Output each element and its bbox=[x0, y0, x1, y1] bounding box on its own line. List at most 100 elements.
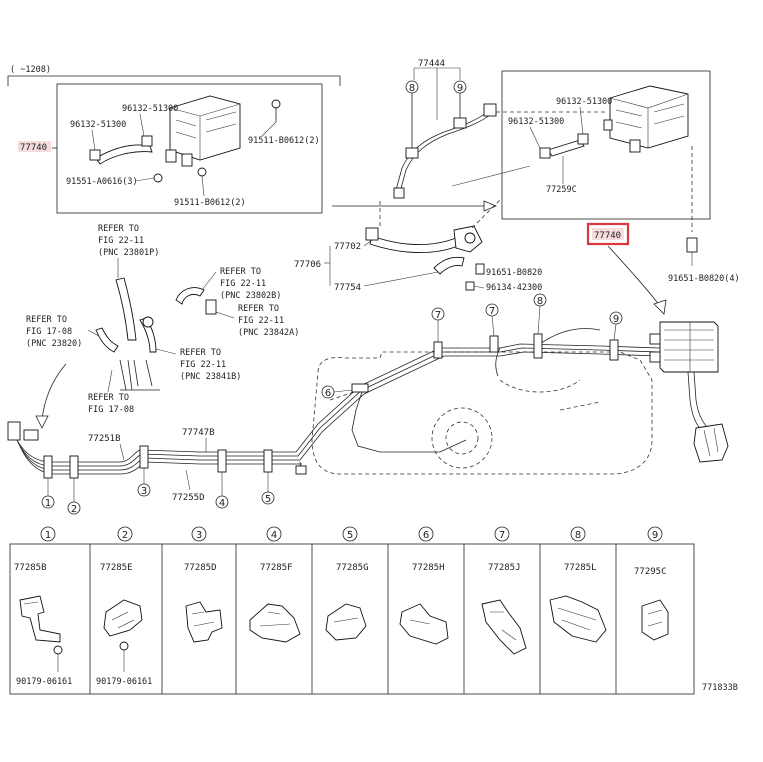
main-callout-7b: 7 bbox=[489, 306, 495, 317]
svg-text:REFER TO: REFER TO bbox=[88, 393, 129, 403]
clamp-pn-3: 77285D bbox=[184, 563, 217, 573]
clamp-drawing-2 bbox=[103, 599, 143, 672]
clamp-header-2: 2 bbox=[122, 530, 128, 541]
ref-note-4: REFER TO FIG 17-08 (PNC 23820) bbox=[26, 315, 107, 349]
svg-text:(PNC 23841B): (PNC 23841B) bbox=[180, 372, 241, 382]
main-callout-8: 8 bbox=[537, 296, 543, 307]
svg-text:FIG 22-11: FIG 22-11 bbox=[180, 360, 226, 370]
clamp-drawing-9 bbox=[641, 599, 669, 641]
svg-text:REFER TO: REFER TO bbox=[238, 304, 279, 314]
hose-item-77754: 77754 bbox=[334, 283, 361, 293]
inset-label-3: 91511-B0612(2) bbox=[248, 136, 320, 146]
ref-note-3: REFER TO FIG 22-11 (PNC 23842A) bbox=[215, 304, 299, 338]
main-callout-3: 3 bbox=[141, 486, 147, 497]
svg-text:FIG 22-11: FIG 22-11 bbox=[220, 279, 266, 289]
clamp-pn-6: 77285H bbox=[412, 563, 445, 573]
main-callout-2: 2 bbox=[71, 504, 77, 515]
svg-text:FIG 17-08: FIG 17-08 bbox=[26, 327, 72, 337]
inset-box bbox=[56, 83, 323, 214]
main-callout-6: 6 bbox=[325, 388, 331, 399]
clamp-header-5: 5 bbox=[347, 530, 353, 541]
svg-text:REFER TO: REFER TO bbox=[220, 267, 261, 277]
ref-note-6: REFER TO FIG 17-08 bbox=[88, 369, 134, 415]
clamp-drawing-4 bbox=[249, 603, 301, 643]
hose-label-2: 96134-42300 bbox=[486, 283, 542, 293]
upper-callout-9: 9 bbox=[457, 83, 463, 94]
clamp-header-8: 8 bbox=[575, 530, 581, 541]
clamp-header-1: 1 bbox=[45, 530, 51, 541]
hose-group-drawing bbox=[365, 225, 485, 291]
clamp-sub-1: 90179-06161 bbox=[16, 677, 72, 687]
clamp-drawing-1 bbox=[19, 595, 63, 672]
inset-label-4: 91551-A0616(3) bbox=[66, 177, 138, 187]
clamp-drawing-8 bbox=[549, 595, 607, 643]
fuel-tank-outline bbox=[311, 351, 653, 475]
main-canister-drawing bbox=[649, 321, 729, 463]
ref-note-2: REFER TO FIG 22-11 (PNC 23802B) bbox=[201, 267, 281, 301]
clamp-sub-2: 90179-06161 bbox=[96, 677, 152, 687]
svg-text:REFER TO: REFER TO bbox=[180, 348, 221, 358]
hose-item-77702: 77702 bbox=[334, 242, 361, 252]
inset-label-5: 91511-B0612(2) bbox=[174, 198, 246, 208]
upper-callout-8: 8 bbox=[409, 83, 415, 94]
tube-77251B: 77251B bbox=[88, 434, 121, 444]
clamp-header-7: 7 bbox=[499, 530, 505, 541]
ref-note-1: REFER TO FIG 22-11 (PNC 23801P) bbox=[98, 224, 159, 278]
tube-77747B: 77747B bbox=[182, 428, 215, 438]
clamp-pn-1: 77285B bbox=[14, 563, 47, 573]
svg-text:FIG 17-08: FIG 17-08 bbox=[88, 405, 134, 415]
filler-hoses-drawing bbox=[95, 277, 217, 391]
clamp-drawing-3 bbox=[185, 601, 223, 643]
highlight-box bbox=[586, 222, 630, 246]
svg-text:(PNC 23801P): (PNC 23801P) bbox=[98, 248, 159, 258]
upper-label-3: 77259C bbox=[546, 185, 577, 195]
pipe-pn-77444: 77444 bbox=[418, 59, 445, 69]
svg-text:(PNC 23820): (PNC 23820) bbox=[26, 339, 82, 349]
clamp-pn-2: 77285E bbox=[100, 563, 133, 573]
clamp-table bbox=[9, 543, 695, 695]
upper-label-1: 96132-51300 bbox=[556, 97, 612, 107]
scope-label: ( ~1208) bbox=[10, 65, 51, 75]
ref-note-5: REFER TO FIG 22-11 (PNC 23841B) bbox=[151, 347, 241, 382]
upper-canister-drawing bbox=[539, 85, 689, 159]
clamp-drawing-6 bbox=[399, 603, 449, 645]
main-callout-9: 9 bbox=[613, 314, 619, 325]
svg-text:REFER TO: REFER TO bbox=[26, 315, 67, 325]
main-callout-4: 4 bbox=[219, 498, 225, 509]
inset-label-1: 96132-51300 bbox=[122, 104, 178, 114]
clamp-header-4: 4 bbox=[271, 530, 277, 541]
clamp-pn-9: 77295C bbox=[634, 567, 667, 577]
bolt-pn: 91651-B0820(4) bbox=[668, 274, 740, 284]
inset-canister-drawing bbox=[165, 95, 281, 167]
svg-text:FIG 22-11: FIG 22-11 bbox=[238, 316, 284, 326]
hose-label-1: 91651-B0820 bbox=[486, 268, 542, 278]
inset-label-2: 96132-51300 bbox=[70, 120, 126, 130]
figure-id: 771833B bbox=[702, 683, 738, 693]
svg-text:(PNC 23802B): (PNC 23802B) bbox=[220, 291, 281, 301]
clamp-pn-5: 77285G bbox=[336, 563, 369, 573]
clamp-pn-8: 77285L bbox=[564, 563, 597, 573]
main-line-clamps bbox=[43, 333, 619, 479]
svg-text:FIG 22-11: FIG 22-11 bbox=[98, 236, 144, 246]
upper-canister-pn: 77740 bbox=[594, 231, 621, 241]
clamp-header-9: 9 bbox=[652, 530, 658, 541]
upper-pipe-drawing bbox=[393, 93, 497, 199]
clamp-drawing-5 bbox=[325, 603, 367, 641]
main-callout-7a: 7 bbox=[435, 310, 441, 321]
clamp-header-6: 6 bbox=[423, 530, 429, 541]
clamp-pn-4: 77285F bbox=[260, 563, 293, 573]
hose-group-pn: 77706 bbox=[294, 260, 321, 270]
upper-right-box bbox=[501, 70, 711, 220]
clamp-pn-7: 77285J bbox=[488, 563, 521, 573]
svg-text:(PNC 23842A): (PNC 23842A) bbox=[238, 328, 299, 338]
tube-77255D: 77255D bbox=[172, 493, 205, 503]
scope-bracket bbox=[7, 75, 341, 86]
inset-canister-pn: 77740 bbox=[20, 143, 47, 153]
clamp-header-3: 3 bbox=[196, 530, 202, 541]
upper-label-2: 96132-51300 bbox=[508, 117, 564, 127]
clamp-drawing-7 bbox=[481, 599, 527, 655]
main-callout-5: 5 bbox=[265, 494, 271, 505]
main-callout-1: 1 bbox=[45, 498, 51, 509]
svg-text:REFER TO: REFER TO bbox=[98, 224, 139, 234]
